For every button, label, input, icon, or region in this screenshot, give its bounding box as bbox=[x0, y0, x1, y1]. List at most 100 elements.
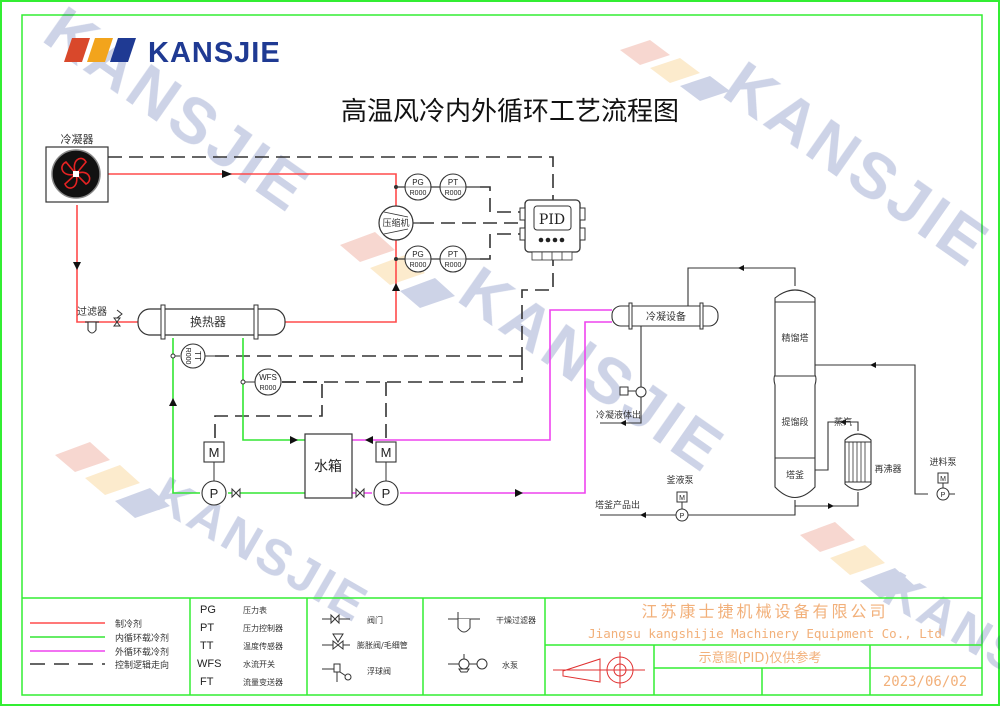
reboiler-label: 再沸器 bbox=[874, 463, 901, 475]
instrument-tag: PG bbox=[412, 250, 424, 259]
watermark-text: KANSJIE bbox=[447, 252, 738, 486]
abbr-meaning: 水流开关 bbox=[243, 659, 275, 669]
instrument-id: R000 bbox=[260, 385, 277, 392]
flow-arrow bbox=[290, 436, 298, 444]
column-bottom-label: 塔釜 bbox=[786, 469, 804, 481]
filter-label: 过滤器 bbox=[77, 305, 107, 318]
heat-exchanger-label: 换热器 bbox=[190, 315, 226, 329]
instrument-id: R000 bbox=[410, 190, 427, 197]
bottoms-pump[interactable]: M P bbox=[675, 491, 689, 522]
abbr-code: TT bbox=[200, 640, 214, 652]
condensate-pump[interactable] bbox=[619, 386, 647, 398]
condensing-equipment[interactable]: 冷凝设备 bbox=[611, 302, 719, 330]
condensate-out-label: 冷凝液体出 bbox=[596, 409, 641, 421]
inner-border bbox=[21, 14, 983, 696]
company-name-cn: 江苏康士捷机械设备有限公司 bbox=[641, 602, 888, 621]
motor-label: M bbox=[381, 445, 392, 460]
logo-stripe-yellow bbox=[87, 38, 113, 62]
water-tank-label: 水箱 bbox=[314, 459, 342, 475]
expansion-valve-icon[interactable] bbox=[113, 309, 123, 327]
pump-label: P bbox=[680, 513, 685, 520]
abbr-code: WFS bbox=[197, 658, 221, 670]
instrument-pg-top[interactable]: PG R000 bbox=[404, 173, 432, 201]
symbol-label: 浮球阀 bbox=[367, 666, 391, 676]
instrument-id: R000 bbox=[445, 262, 462, 269]
water-tank[interactable]: 水箱 bbox=[304, 433, 353, 499]
float-valve-icon bbox=[322, 663, 352, 682]
legend-line-label: 外循环载冷剂 bbox=[115, 646, 169, 658]
motor-label: M bbox=[679, 495, 685, 502]
reboiler[interactable] bbox=[844, 433, 872, 491]
instrument-wfs[interactable]: WFS R000 bbox=[240, 368, 282, 396]
instrument-tag: TT bbox=[193, 351, 202, 361]
projection-symbol-icon bbox=[553, 652, 645, 688]
steam-label: 蒸汽 bbox=[834, 416, 852, 428]
instrument-pt-bottom[interactable]: PT R000 bbox=[439, 245, 467, 273]
motor-label: M bbox=[209, 445, 220, 460]
bottoms-pump-label: 釜液泵 bbox=[666, 474, 693, 486]
feed-pump-label: 进料泵 bbox=[929, 456, 956, 468]
flow-arrow bbox=[392, 283, 400, 291]
company-name-en: Jiangsu kangshijie Machinery Equipment C… bbox=[588, 626, 942, 641]
inner-loop-lines bbox=[172, 338, 305, 494]
brand-logo: KANSJIE bbox=[64, 37, 281, 69]
symbol-label: 水泵 bbox=[502, 660, 518, 670]
distillation-column[interactable] bbox=[773, 289, 817, 499]
abbr-meaning: 流量变送器 bbox=[243, 677, 283, 687]
valve-icon[interactable] bbox=[231, 487, 241, 499]
flow-arrow bbox=[169, 398, 177, 406]
outer-loop-pump[interactable]: M P bbox=[373, 441, 399, 506]
pump-label: P bbox=[382, 486, 391, 501]
instrument-pt-top[interactable]: PT R000 bbox=[439, 173, 467, 201]
motor-label: M bbox=[940, 476, 946, 483]
instrument-tag: WFS bbox=[259, 373, 277, 382]
symbol-legend bbox=[322, 612, 488, 682]
legend-frame bbox=[22, 597, 982, 695]
abbreviation-legend: PG 压力表 PT 压力控制器 TT 温度传感器 WFS 水流开关 FT 流量变… bbox=[197, 604, 283, 688]
symbol-label: 阀门 bbox=[367, 615, 383, 625]
line-legend: 制冷剂 内循环载冷剂 外循环载冷剂 控制逻辑走向 bbox=[30, 618, 169, 671]
symbol-label: 干燥过滤器 bbox=[496, 615, 536, 625]
condensing-equipment-label: 冷凝设备 bbox=[646, 310, 686, 323]
dryer-filter-icon bbox=[448, 612, 480, 633]
legend-line-label: 制冷剂 bbox=[115, 618, 142, 630]
disclaimer-note: 示意图(PID)仅供参考 bbox=[699, 650, 822, 666]
instrument-tt[interactable]: TT R000 bbox=[170, 343, 215, 369]
compressor[interactable]: 压缩机 bbox=[378, 205, 414, 241]
fan-blade-icon bbox=[61, 157, 91, 189]
instrument-pg-bottom[interactable]: PG R000 bbox=[404, 245, 432, 273]
abbr-meaning: 温度传感器 bbox=[243, 641, 283, 651]
dryer-filter-icon[interactable] bbox=[85, 321, 99, 334]
abbr-meaning: 压力控制器 bbox=[243, 623, 283, 633]
pid-display: PID bbox=[539, 212, 565, 228]
valve-icon bbox=[322, 613, 350, 625]
drawing-date: 2023/06/02 bbox=[883, 674, 967, 690]
legend-line-label: 内循环载冷剂 bbox=[115, 632, 169, 644]
stripping-section-label: 提馏段 bbox=[781, 416, 808, 428]
symbol-label: 膨胀阀/毛细管 bbox=[357, 640, 408, 650]
instrument-tag: PT bbox=[448, 178, 458, 187]
feed-pump[interactable]: M P bbox=[936, 472, 955, 501]
pid-controller[interactable]: PID bbox=[519, 199, 586, 261]
pump-label: P bbox=[210, 486, 219, 501]
condenser[interactable]: 冷凝器 bbox=[45, 132, 109, 203]
water-pump-icon bbox=[448, 654, 488, 673]
bottoms-product-out-label: 塔釜产品出 bbox=[595, 499, 640, 511]
inner-loop-pump[interactable]: M P bbox=[201, 441, 227, 506]
abbr-meaning: 压力表 bbox=[243, 605, 267, 615]
brand-name: KANSJIE bbox=[148, 37, 281, 69]
condenser-label: 冷凝器 bbox=[61, 132, 94, 146]
refrigerant-lines bbox=[76, 173, 397, 323]
abbr-code: FT bbox=[200, 676, 214, 688]
valve-icon[interactable] bbox=[355, 487, 365, 499]
pump-label: P bbox=[941, 492, 946, 499]
abbr-code: PT bbox=[200, 622, 214, 634]
control-lines bbox=[108, 156, 554, 440]
heat-exchanger[interactable]: 换热器 bbox=[137, 304, 286, 340]
abbr-code: PG bbox=[200, 604, 216, 616]
flow-arrows-process bbox=[620, 265, 876, 518]
instrument-id: R000 bbox=[445, 190, 462, 197]
flow-arrow bbox=[365, 436, 373, 444]
